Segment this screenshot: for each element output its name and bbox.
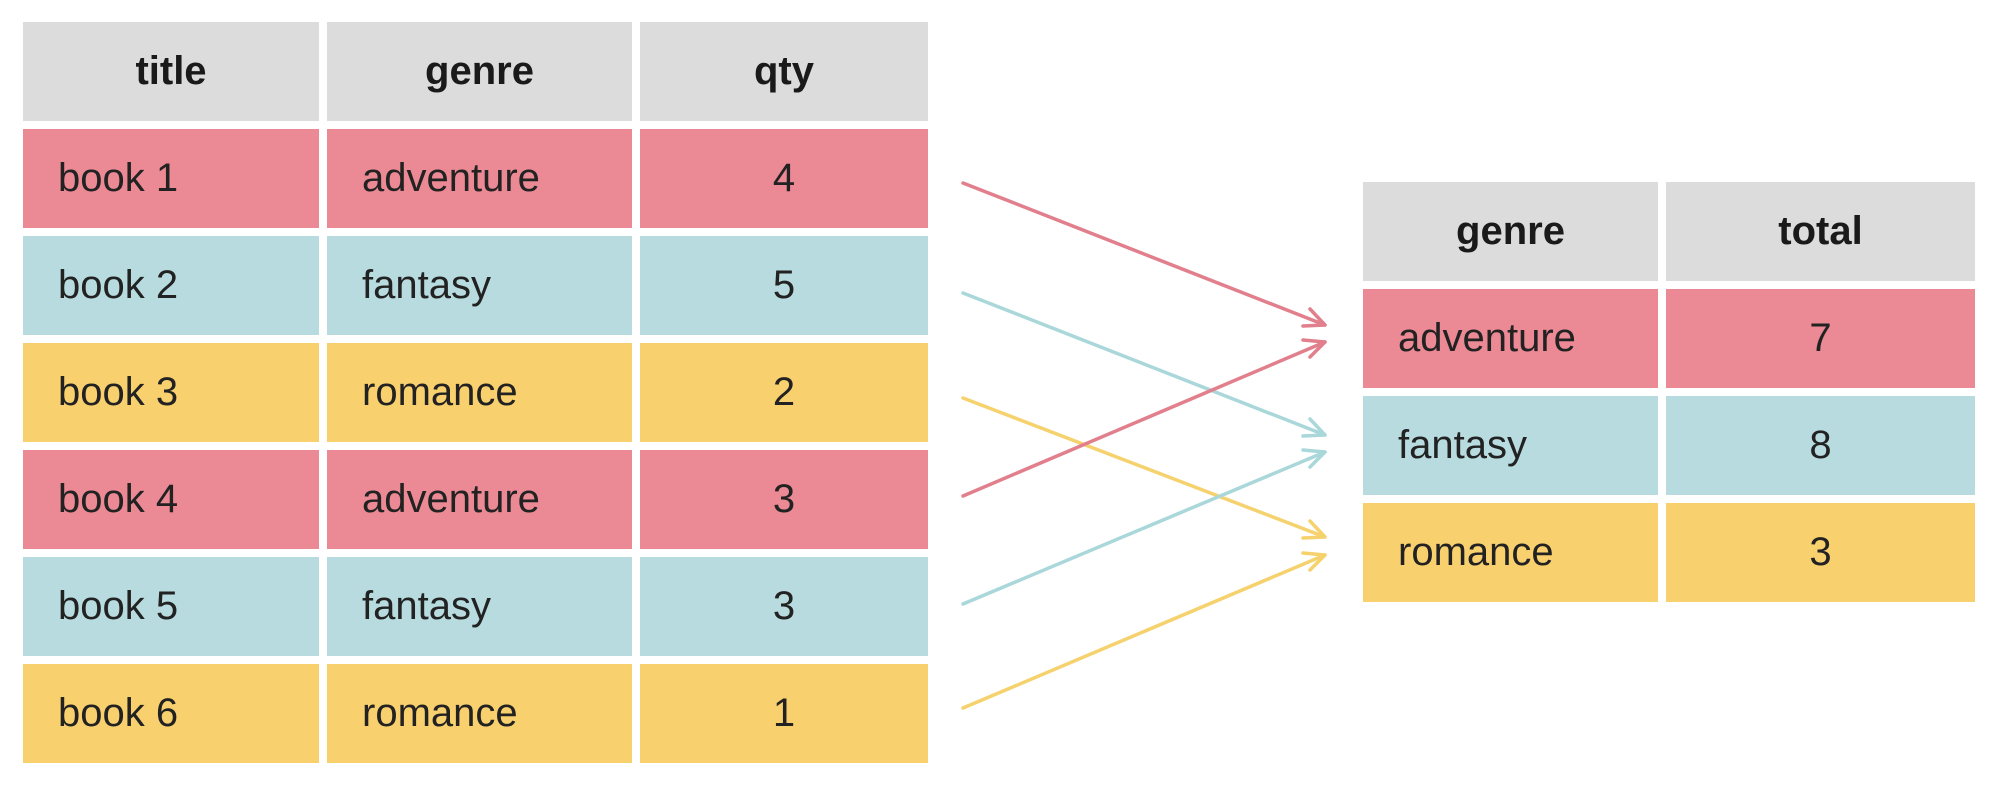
cell-title-book-2: book 2 xyxy=(23,236,319,335)
result-table: genre total adventure 7 fantasy 8 romanc… xyxy=(1363,182,1975,602)
cell-genre-book-4: adventure xyxy=(327,450,632,549)
cell-title-book-6: book 6 xyxy=(23,664,319,763)
cell-genre-book-3: romance xyxy=(327,343,632,442)
result-total-romance: 3 xyxy=(1666,503,1975,602)
header-qty: qty xyxy=(640,22,928,121)
cell-title-book-5: book 5 xyxy=(23,557,319,656)
cell-genre-book-1: adventure xyxy=(327,129,632,228)
cell-genre-book-2: fantasy xyxy=(327,236,632,335)
cell-qty-book-6: 1 xyxy=(640,664,928,763)
result-genre-fantasy: fantasy xyxy=(1363,396,1658,495)
header-genre: genre xyxy=(327,22,632,121)
result-header-genre: genre xyxy=(1363,182,1658,281)
result-genre-romance: romance xyxy=(1363,503,1658,602)
cell-qty-book-5: 3 xyxy=(640,557,928,656)
arrow-book-6-to-romance xyxy=(961,551,1327,710)
arrow-book-4-to-adventure xyxy=(961,338,1327,498)
source-table: title genre qty book 1 adventure 4 book … xyxy=(23,22,928,763)
cell-qty-book-3: 2 xyxy=(640,343,928,442)
arrow-book-3-to-romance xyxy=(961,396,1327,540)
result-header-total: total xyxy=(1666,182,1975,281)
arrow-book-1-to-adventure xyxy=(961,181,1327,328)
result-genre-adventure: adventure xyxy=(1363,289,1658,388)
arrow-book-2-to-fantasy xyxy=(961,291,1327,438)
cell-genre-book-5: fantasy xyxy=(327,557,632,656)
result-total-fantasy: 8 xyxy=(1666,396,1975,495)
cell-title-book-3: book 3 xyxy=(23,343,319,442)
cell-qty-book-1: 4 xyxy=(640,129,928,228)
cell-title-book-4: book 4 xyxy=(23,450,319,549)
cell-qty-book-2: 5 xyxy=(640,236,928,335)
result-total-adventure: 7 xyxy=(1666,289,1975,388)
header-title: title xyxy=(23,22,319,121)
cell-qty-book-4: 3 xyxy=(640,450,928,549)
cell-title-book-1: book 1 xyxy=(23,129,319,228)
arrow-book-5-to-fantasy xyxy=(961,448,1327,606)
cell-genre-book-6: romance xyxy=(327,664,632,763)
